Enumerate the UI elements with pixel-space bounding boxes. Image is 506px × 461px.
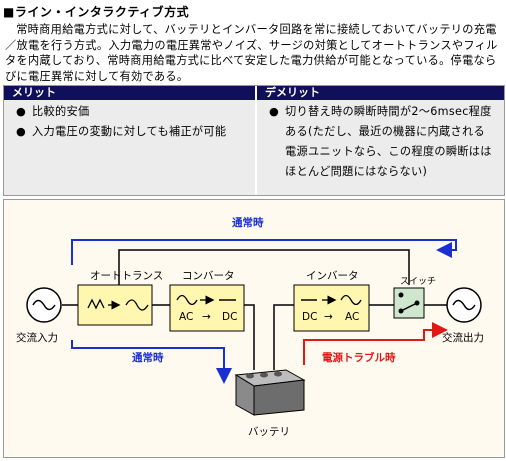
battery-icon xyxy=(234,369,306,416)
inverter-box xyxy=(293,284,370,332)
inverter-label: インバータ xyxy=(306,270,359,282)
demerits-list-area: ●切り替え時の瞬断時間が2～6msec程度ある(ただし、最近の機器に内蔵される電… xyxy=(257,100,504,195)
merits-heading: メリット xyxy=(4,86,255,100)
battery-label: バッテリ xyxy=(248,426,290,438)
description: 常時商用給電方式に対して、バッテリとインバータ回路を常に接続しておいてバッテリの… xyxy=(5,22,502,84)
normal-path-bottom xyxy=(71,340,232,384)
ac-input-label: 交流入力 xyxy=(16,332,58,344)
inverter-arrow: → xyxy=(324,311,333,323)
label-normal-bottom: 通常時 xyxy=(132,352,164,364)
table-divider xyxy=(255,86,257,195)
demerits-heading: デメリット xyxy=(257,86,504,100)
section-title: ■ライン・インタラクティブ方式 xyxy=(3,5,190,19)
bullet-icon: ● xyxy=(16,125,27,138)
converter-ac: AC xyxy=(179,311,194,323)
converter-dc: DC xyxy=(222,311,238,323)
merits-list-area: ●比較的安価 ●入力電圧の変動に対しても補正が可能 xyxy=(4,100,255,195)
merit-item: ●入力電圧の変動に対しても補正が可能 xyxy=(4,122,255,142)
ac-output-label: 交流出力 xyxy=(442,332,484,344)
switch-label: スイッチ xyxy=(400,277,437,287)
autotrans-label: オートトランス xyxy=(90,270,164,282)
label-normal-top: 通常時 xyxy=(232,217,264,229)
inverter-dc: DC xyxy=(302,311,318,323)
converter-box xyxy=(169,284,245,332)
bullet-icon: ● xyxy=(269,105,280,118)
normal-path-top xyxy=(71,239,457,265)
bullet-icon: ● xyxy=(16,105,27,118)
trouble-path xyxy=(303,322,448,365)
description-text: 常時商用給電方式に対して、バッテリとインバータ回路を常に接続しておいてバッテリの… xyxy=(5,23,498,83)
demerit-item: ●切り替え時の瞬断時間が2～6msec程度ある(ただし、最近の機器に内蔵される電… xyxy=(257,102,504,182)
diagram-svg xyxy=(26,239,482,416)
inverter-ac: AC xyxy=(345,311,360,323)
label-trouble: 電源トラブル時 xyxy=(322,352,396,364)
ups-diagram: 通常時 オートトランス コンバータ インバータ スイッチ AC → DC DC … xyxy=(3,199,505,458)
merit-demerit-table: メリット デメリット ●比較的安価 ●入力電圧の変動に対しても補正が可能 ●切り… xyxy=(3,85,505,196)
merit-item: ●比較的安価 xyxy=(4,102,255,122)
converter-label: コンバータ xyxy=(182,270,235,282)
converter-arrow: → xyxy=(202,311,211,323)
